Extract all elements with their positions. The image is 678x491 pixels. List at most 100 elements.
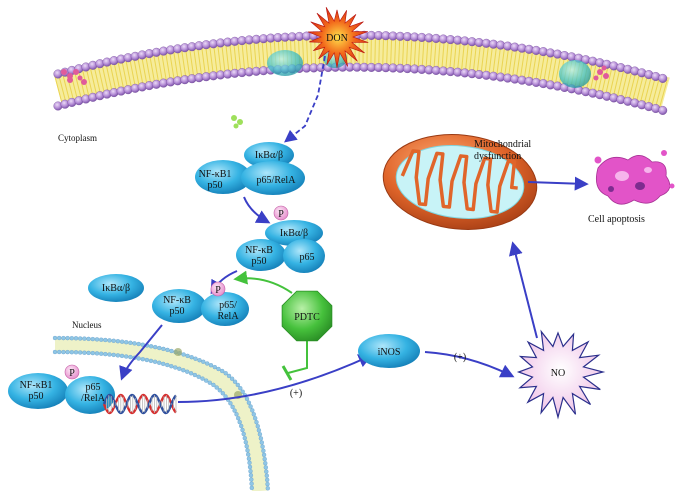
nuclear-envelope-dot	[185, 369, 190, 374]
nuclear-envelope-dot	[82, 336, 87, 341]
nuclear-envelope-dot	[78, 350, 83, 355]
nuclear-envelope-dot	[243, 440, 248, 445]
p65-rela-subunit	[201, 292, 249, 326]
nfkb-label: NF-κB	[245, 245, 273, 256]
nuclear-envelope-dot	[119, 353, 125, 359]
nuclear-envelope-dot	[124, 354, 129, 359]
inos-oval	[358, 334, 420, 368]
nuclear-envelope-dot	[169, 364, 174, 369]
nuclear-envelope-dot	[161, 361, 166, 367]
phosphate-marker	[210, 281, 226, 297]
no-to-mitochondria-arrow	[508, 241, 538, 339]
mitochondrion	[382, 134, 538, 230]
nuclear-envelope-dot	[78, 336, 83, 341]
nuclear-envelope-dot	[169, 348, 174, 354]
nuclear-membrane	[52, 335, 270, 491]
nuclear-envelope-dot	[94, 337, 100, 342]
nuclear-envelope-dot	[111, 352, 116, 358]
nuclear-envelope-dot	[65, 349, 70, 355]
nuclear-envelope-dot	[52, 335, 58, 341]
nuclear-envelope-dot	[148, 358, 154, 364]
nuclear-envelope-dot	[236, 416, 241, 421]
nuclear-envelope-dot	[248, 469, 253, 474]
nuclear-envelope-dot	[232, 379, 238, 384]
lipid-head	[658, 73, 668, 83]
nfkb-label: NF-κB	[163, 295, 191, 306]
nuclear-envelope-dot	[264, 469, 269, 474]
nuclear-envelope-dot	[90, 336, 95, 342]
transcription-arrow	[177, 354, 373, 403]
nuclear-envelope-dot	[173, 365, 178, 370]
nuclear-envelope-dot	[214, 385, 219, 390]
rela-label: RelA	[217, 311, 239, 322]
nuclear-envelope-dot	[165, 362, 170, 368]
ikb-subunit	[244, 142, 294, 168]
nuclear-envelope-dot	[212, 364, 217, 370]
nuclear-envelope-dot	[245, 448, 250, 453]
nuclear-envelope-dot	[237, 419, 242, 425]
nuclear-envelope-dot	[61, 349, 66, 355]
glycan-right	[593, 65, 609, 81]
phosphate-marker	[273, 205, 289, 221]
inos-to-no-arrow	[424, 351, 515, 378]
nuclear-envelope-dot	[220, 391, 225, 396]
nuclear-envelope-dot	[258, 436, 264, 441]
nuclear-envelope-dot	[259, 440, 264, 445]
nuclear-envelope-dot	[103, 351, 108, 357]
nuclear-envelope-dot	[220, 368, 225, 374]
cytoplasm-label: Cytoplasm	[58, 133, 97, 143]
p65-rela-subunit	[65, 376, 115, 414]
nuclear-envelope-dot	[99, 337, 104, 342]
mito-label-line1: Mitochondrial	[474, 139, 531, 150]
nuclear-envelope-dot	[207, 380, 212, 385]
nuclear-envelope-dot	[204, 378, 209, 383]
nuclear-envelope-dot	[247, 460, 252, 465]
nuclear-envelope-dot	[193, 356, 198, 361]
phosphate-label: P	[278, 209, 284, 220]
nuclear-envelope-dot	[181, 368, 186, 373]
nuclear-envelope-dot	[161, 346, 166, 352]
nuclear-envelope-dot	[257, 432, 263, 437]
nuclear-envelope-dot	[128, 340, 133, 345]
nuclear-envelope-dot	[263, 465, 268, 470]
nuclear-envelope-dot	[253, 416, 258, 421]
nuclear-envelope-dot	[136, 341, 141, 347]
free-ikb-label: IκBα/β	[102, 283, 130, 294]
nuclear-envelope-dot	[128, 354, 133, 360]
free-ikb-oval	[88, 274, 144, 302]
inhibition-bar	[281, 365, 293, 381]
p50-label: p50	[29, 391, 44, 402]
pdtc-inhibition-line	[287, 340, 308, 374]
nuclear-envelope-dot	[57, 349, 62, 355]
nuclear-envelope-dot	[240, 389, 245, 394]
nuclear-envelope-dot	[255, 424, 260, 429]
complex-phospho-ikb-nfkb-p65: P IκBα/β NF-κB p50 p65	[236, 205, 325, 273]
no-label: NO	[551, 368, 565, 379]
nuclear-envelope-dot	[244, 396, 250, 402]
nuclear-envelope-dot	[254, 420, 259, 425]
nuclear-envelope-dot	[240, 427, 245, 433]
nuclear-envelope-dot	[152, 359, 158, 364]
nuclear-envelope-dot	[234, 412, 239, 417]
apoptotic-cells	[594, 150, 675, 205]
nuclear-envelope-dot	[69, 336, 74, 341]
complex-nuclear-nfkb: P NF-κB1 p50 p65 /RelA	[8, 364, 115, 414]
mito-label-line2: dysfunction	[474, 151, 521, 162]
nuclear-envelope-dot	[189, 355, 194, 360]
nuclear-envelope-dot	[188, 371, 194, 376]
nuclear-envelope-dot	[250, 408, 255, 413]
don-entry-arrow	[284, 55, 326, 143]
nuclear-envelope-dot	[185, 353, 190, 359]
don-label: DON	[326, 33, 348, 44]
nuclear-envelope-dot	[246, 456, 252, 461]
nuclear-envelope-dot	[217, 388, 222, 393]
p65-label: p65	[86, 382, 101, 393]
nuclear-envelope-dot	[157, 360, 162, 365]
nuclear-envelope-dot	[140, 357, 145, 362]
nuclear-envelope-dot	[94, 351, 100, 356]
nfkb1-p50-subunit	[195, 160, 251, 194]
nuclear-envelope-dot	[115, 339, 121, 344]
nuclear-envelope-dot	[249, 481, 254, 486]
mitochondria-to-apoptosis-arrow	[527, 176, 589, 191]
no-starburst	[516, 329, 606, 420]
